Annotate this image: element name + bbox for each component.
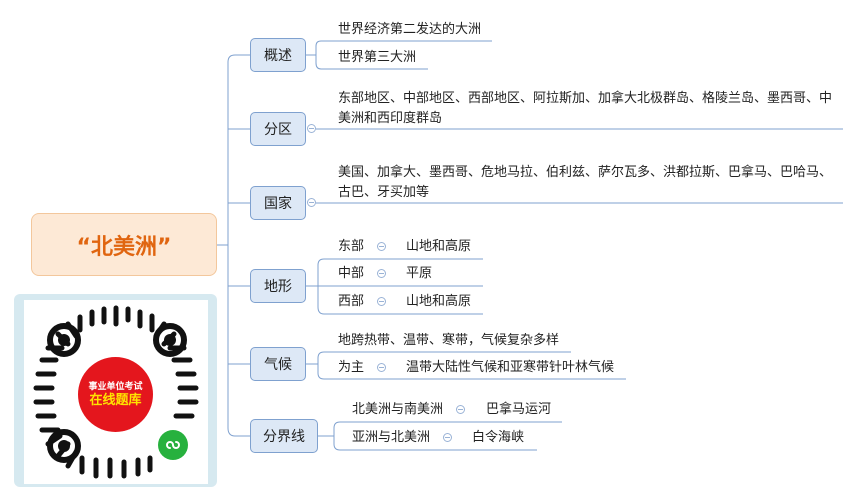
terrain-part: 西部 [338,294,365,309]
climate-value: 温带大陆性气候和亚寒带针叶林气候 [406,360,615,375]
topic-climate[interactable]: 气候 [250,347,306,381]
regions-text: 东部地区、中部地区、西部地区、阿拉斯加、加拿大北极群岛、格陵兰岛、墨西哥、中美洲… [338,91,833,126]
qr-pattern-icon [33,305,199,479]
overview-item-economy: 世界经济第二发达的大洲 [338,22,482,37]
topic-overview[interactable]: 概述 [250,38,306,72]
root-topic[interactable]: “北美洲” [31,213,217,276]
terrain-value: 山地和高原 [406,294,472,309]
boundary-between: 北美洲与南美洲 [352,402,444,417]
collapse-icon[interactable] [377,269,386,278]
topic-regions[interactable]: 分区 [250,112,306,146]
boundary-line: 白令海峡 [472,430,525,445]
collapse-icon[interactable] [443,433,452,442]
mini-program-glyph-icon [166,441,180,449]
collapse-icon[interactable] [456,405,465,414]
terrain-value: 山地和高原 [406,239,472,254]
climate-line1: 地跨热带、温带、寒带，气候复杂多样 [338,333,560,348]
qr-line1: 事业单位考试 [88,381,143,392]
climate-prefix: 为主 [338,360,365,375]
topic-terrain[interactable]: 地形 [250,269,306,303]
overview-item-size: 世界第三大洲 [338,50,417,65]
collapse-icon[interactable] [377,363,386,372]
terrain-part: 中部 [338,266,365,281]
countries-text: 美国、加拿大、墨西哥、危地马拉、伯利兹、萨尔瓦多、洪都拉斯、巴拿马、巴哈马、古巴… [338,165,833,200]
topic-countries[interactable]: 国家 [250,186,306,220]
qr-center-badge: 事业单位考试 在线题库 [78,357,153,432]
qr-line2: 在线题库 [89,392,142,408]
collapse-icon[interactable] [307,198,316,207]
terrain-part: 东部 [338,239,365,254]
boundary-between: 亚洲与北美洲 [352,430,431,445]
terrain-value: 平原 [406,266,433,281]
collapse-icon[interactable] [377,297,386,306]
collapse-icon[interactable] [377,242,386,251]
mini-program-icon [158,430,188,460]
boundary-line: 巴拿马运河 [486,402,552,417]
collapse-icon[interactable] [307,124,316,133]
topic-boundaries[interactable]: 分界线 [250,419,318,453]
